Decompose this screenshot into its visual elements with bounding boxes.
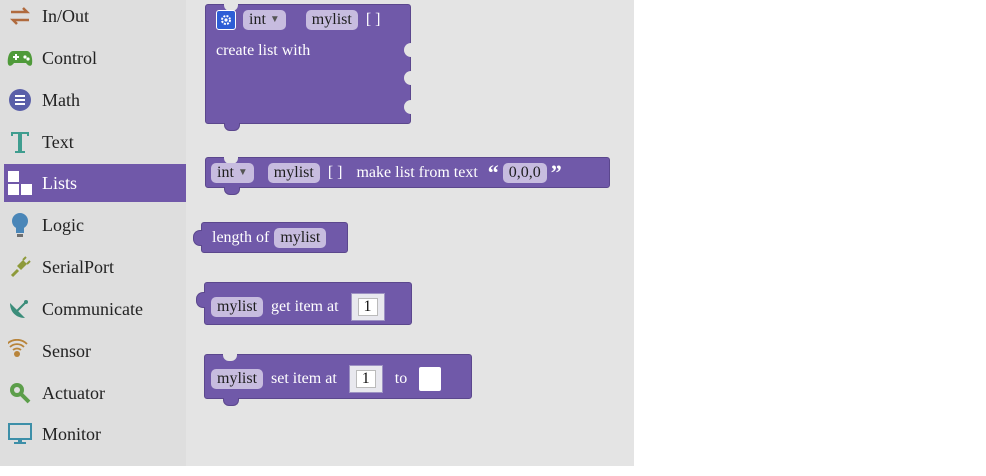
actuator-icon xyxy=(6,379,34,407)
category-label: Communicate xyxy=(42,298,143,319)
category-math[interactable]: Math xyxy=(4,81,186,119)
category-label: Lists xyxy=(42,172,78,193)
make-list-label: make list from text xyxy=(356,164,478,181)
category-label: Sensor xyxy=(42,340,91,361)
create-list-label: create list with xyxy=(216,42,311,59)
lightbulb-icon xyxy=(6,211,34,239)
text-t-icon xyxy=(6,128,34,156)
blocks-flyout: int▼ mylist [ ] create list with int▼ my… xyxy=(186,0,634,466)
category-communicate[interactable]: Communicate xyxy=(4,290,186,328)
block-top-notch xyxy=(224,4,238,11)
type-value: int xyxy=(217,164,234,181)
text-field[interactable]: 0,0,0 xyxy=(502,163,547,183)
monitor-icon xyxy=(6,420,34,448)
value-input-slot[interactable] xyxy=(419,367,442,391)
gamepad-icon xyxy=(6,44,34,72)
type-dropdown[interactable]: int▼ xyxy=(211,163,254,183)
type-value: int xyxy=(249,11,266,28)
list-name-field[interactable]: mylist xyxy=(267,163,320,183)
list-name-field[interactable]: mylist xyxy=(211,297,264,317)
category-label: Logic xyxy=(42,214,84,235)
block-bottom-notch xyxy=(224,187,240,195)
category-sensor[interactable]: Sensor xyxy=(4,332,186,370)
main-workspace-blank[interactable] xyxy=(634,0,986,476)
output-plug xyxy=(196,292,205,308)
category-label: SerialPort xyxy=(42,256,114,277)
index-value: 1 xyxy=(355,370,376,388)
brackets-label: [ ] xyxy=(365,11,381,28)
lists-icon xyxy=(6,169,34,197)
length-of-block[interactable]: length of mylist xyxy=(193,222,348,253)
category-logic[interactable]: Logic xyxy=(4,206,186,244)
chevron-down-icon: ▼ xyxy=(237,167,248,178)
category-sidebar: In/Out Control Math Text Lists xyxy=(0,0,186,466)
brackets-label: [ ] xyxy=(327,164,343,181)
input-socket[interactable] xyxy=(404,71,412,85)
serial-plug-icon xyxy=(6,253,34,281)
output-plug xyxy=(193,230,202,246)
category-monitor[interactable]: Monitor xyxy=(4,415,186,453)
to-label: to xyxy=(394,370,408,387)
input-socket[interactable] xyxy=(404,100,412,114)
block-bottom-notch xyxy=(224,123,240,131)
close-quote-icon: ” xyxy=(550,160,562,185)
open-quote-icon: “ xyxy=(487,160,499,185)
gear-icon[interactable] xyxy=(216,10,236,30)
list-from-text-block[interactable]: int▼ mylist [ ] make list from text “ 0,… xyxy=(205,157,610,195)
category-control[interactable]: Control xyxy=(4,39,186,77)
category-actuator[interactable]: Actuator xyxy=(4,374,186,412)
math-icon xyxy=(6,86,34,114)
category-inout[interactable]: In/Out xyxy=(4,0,186,35)
chevron-down-icon: ▼ xyxy=(269,14,280,25)
type-dropdown[interactable]: int▼ xyxy=(243,10,286,30)
category-lists[interactable]: Lists xyxy=(4,164,186,202)
get-item-block[interactable]: mylist get item at 1 xyxy=(196,282,412,325)
category-label: Math xyxy=(42,89,80,110)
list-name-field[interactable]: mylist xyxy=(211,369,264,389)
set-item-block[interactable]: mylist set item at 1 to xyxy=(204,354,472,406)
index-input[interactable]: 1 xyxy=(348,365,383,393)
category-label: Control xyxy=(42,47,98,68)
category-serialport[interactable]: SerialPort xyxy=(4,248,186,286)
get-item-label: get item at xyxy=(271,298,339,315)
index-value: 1 xyxy=(357,298,378,316)
category-label: Monitor xyxy=(42,423,102,444)
set-item-label: set item at xyxy=(271,370,337,387)
swap-arrows-icon xyxy=(6,2,34,30)
category-label: Text xyxy=(42,131,74,152)
bottom-edge xyxy=(0,466,634,476)
category-label: Actuator xyxy=(42,382,105,403)
category-text[interactable]: Text xyxy=(4,123,186,161)
category-label: In/Out xyxy=(42,5,89,26)
index-input[interactable]: 1 xyxy=(350,293,385,321)
length-of-label: length of xyxy=(212,229,270,246)
list-name-field[interactable]: mylist xyxy=(274,228,327,248)
sensor-icon xyxy=(6,337,34,365)
satellite-dish-icon xyxy=(6,295,34,323)
block-bottom-notch xyxy=(223,398,239,406)
input-socket[interactable] xyxy=(404,43,412,57)
block-top-notch xyxy=(224,157,238,164)
block-top-notch xyxy=(223,354,237,361)
list-name-field[interactable]: mylist xyxy=(305,10,358,30)
create-list-block[interactable]: int▼ mylist [ ] create list with xyxy=(205,4,412,131)
